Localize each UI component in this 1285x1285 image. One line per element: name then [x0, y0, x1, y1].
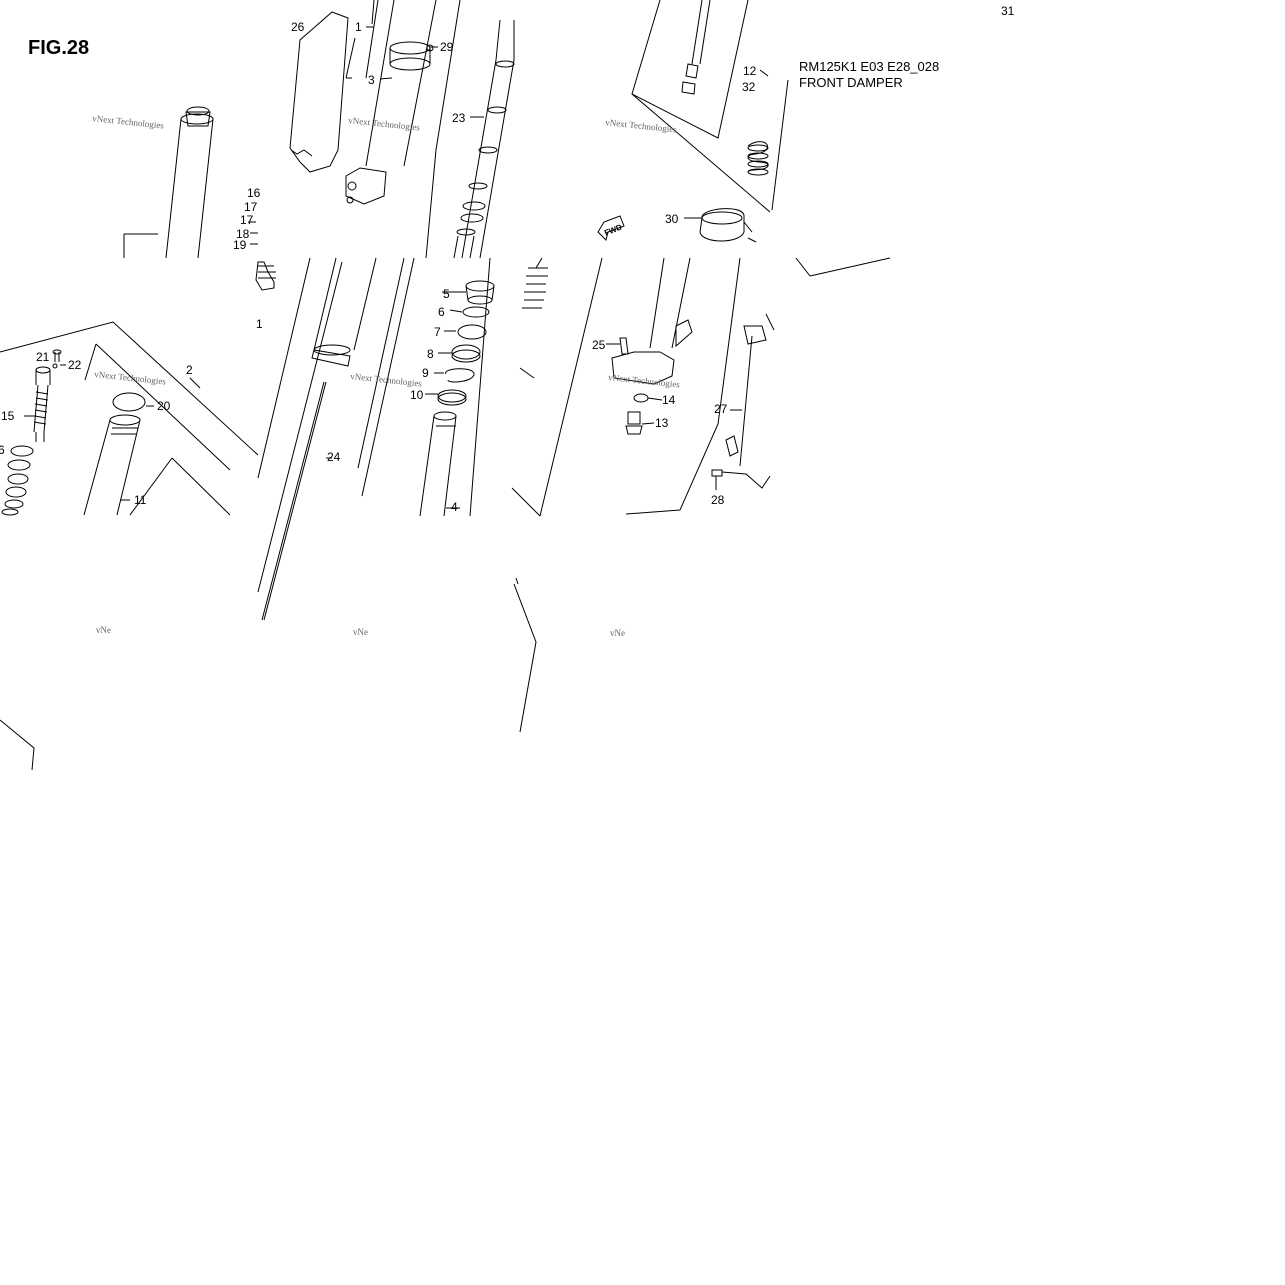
axle-holder-and-hose-group: [511, 257, 775, 517]
part-label: 27: [714, 402, 728, 416]
lower-continuation-group: [0, 577, 537, 771]
part-label: 13: [655, 416, 669, 430]
part-label: 19: [233, 238, 247, 252]
part-label: 30: [665, 212, 679, 226]
part-label: 28: [711, 493, 725, 507]
part-label: 9: [422, 366, 429, 380]
watermark: vNe: [353, 627, 368, 637]
part-label: 29: [440, 40, 454, 54]
spring-and-rod-group: [597, 0, 891, 277]
diagram-caption: RM125K1 E03 E28_028 FRONT DAMPER: [799, 59, 939, 91]
part-label: 14: [662, 393, 676, 407]
part-label: 31: [1001, 4, 1015, 18]
part-number-labels: 1 2 3 4 5 6 7 8 9 10 11 12 13 14 15 16 1…: [0, 4, 1015, 514]
part-label: 20: [157, 399, 171, 413]
lower-fork-left-group: [255, 261, 276, 291]
watermark: vNext Technologies: [94, 369, 167, 387]
watermark: vNe: [610, 628, 625, 638]
part-label: 24: [327, 450, 341, 464]
part-label: 16: [247, 186, 261, 200]
part-label: 21: [36, 350, 50, 364]
part-label: 18: [236, 227, 250, 241]
part-label: 10: [410, 388, 424, 402]
part-label: 2: [186, 363, 193, 377]
figure-title: FIG.28: [28, 37, 90, 59]
part-label: 22: [68, 358, 82, 372]
part-label: 32: [742, 80, 756, 94]
part-label: 25: [592, 338, 606, 352]
part-label: 8: [427, 347, 434, 361]
diagram-code: RM125K1 E03 E28_028: [799, 59, 940, 74]
watermark: vNext Technologies: [92, 113, 165, 131]
watermarks: vNext Technologies vNext Technologies vN…: [92, 113, 681, 638]
watermark: vNe: [96, 625, 111, 635]
watermark: vNext Technologies: [608, 372, 681, 390]
part-label: 7: [434, 325, 441, 339]
part-label: 11: [134, 493, 147, 507]
part-label: 5: [443, 287, 450, 301]
fork-guard-and-inner-tube-group: [289, 0, 515, 259]
part-label: 1: [355, 20, 362, 34]
part-label: 1: [256, 317, 263, 331]
part-label: 23: [452, 111, 466, 125]
fork-outer-tube-group: [0, 106, 259, 516]
seal-and-bushing-group: [257, 257, 548, 621]
part-label: 6: [0, 443, 5, 457]
watermark: vNext Technologies: [348, 115, 421, 133]
part-label: 3: [368, 73, 375, 87]
part-label: 6: [438, 305, 445, 319]
part-label: 12: [743, 64, 757, 78]
watermark: vNext Technologies: [605, 117, 678, 135]
part-label: 15: [1, 409, 15, 423]
part-label: 17: [244, 200, 258, 214]
part-label: 26: [291, 20, 305, 34]
diagram-name: FRONT DAMPER: [799, 75, 903, 90]
part-label: 17: [240, 213, 254, 227]
part-label: 4: [451, 500, 458, 514]
